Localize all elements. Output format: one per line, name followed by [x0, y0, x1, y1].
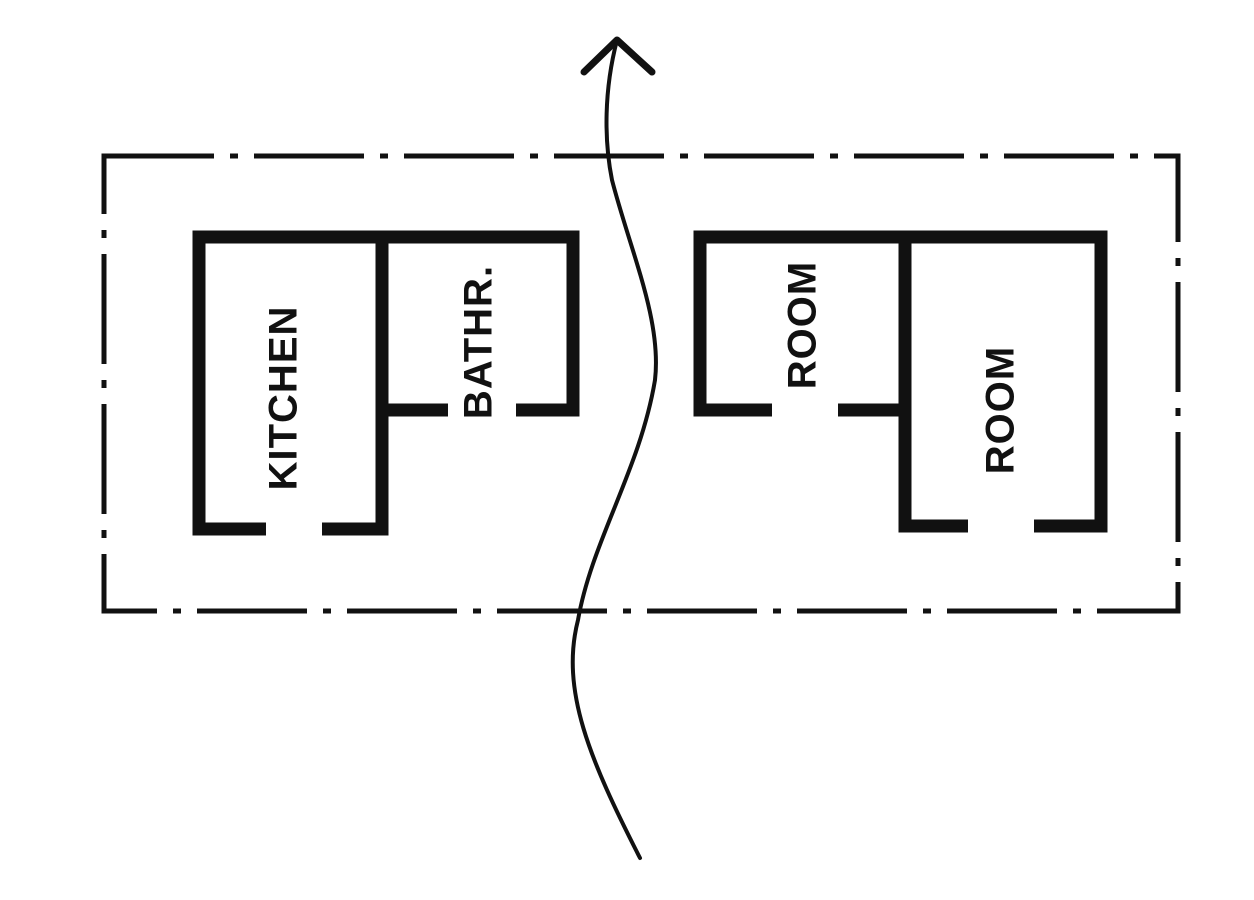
kitchen-block — [192, 230, 389, 536]
bathroom-walls — [382, 230, 580, 417]
arrow-up-icon — [580, 36, 656, 76]
room-2-wall-left — [898, 237, 968, 533]
room-2-label: ROOM — [979, 346, 1023, 474]
room-2-walls — [905, 230, 1108, 533]
bathroom-block — [382, 230, 580, 417]
site-boundary — [101, 153, 1181, 614]
room-1-block — [693, 230, 905, 417]
kitchen-label: KITCHEN — [262, 306, 306, 491]
circulation-path — [570, 38, 658, 860]
bathroom-label: BATHR. — [457, 265, 501, 419]
room-1-label: ROOM — [781, 261, 825, 389]
kitchen-walls — [192, 230, 389, 536]
room-2-block — [898, 230, 1108, 533]
room-1-walls — [693, 230, 905, 417]
